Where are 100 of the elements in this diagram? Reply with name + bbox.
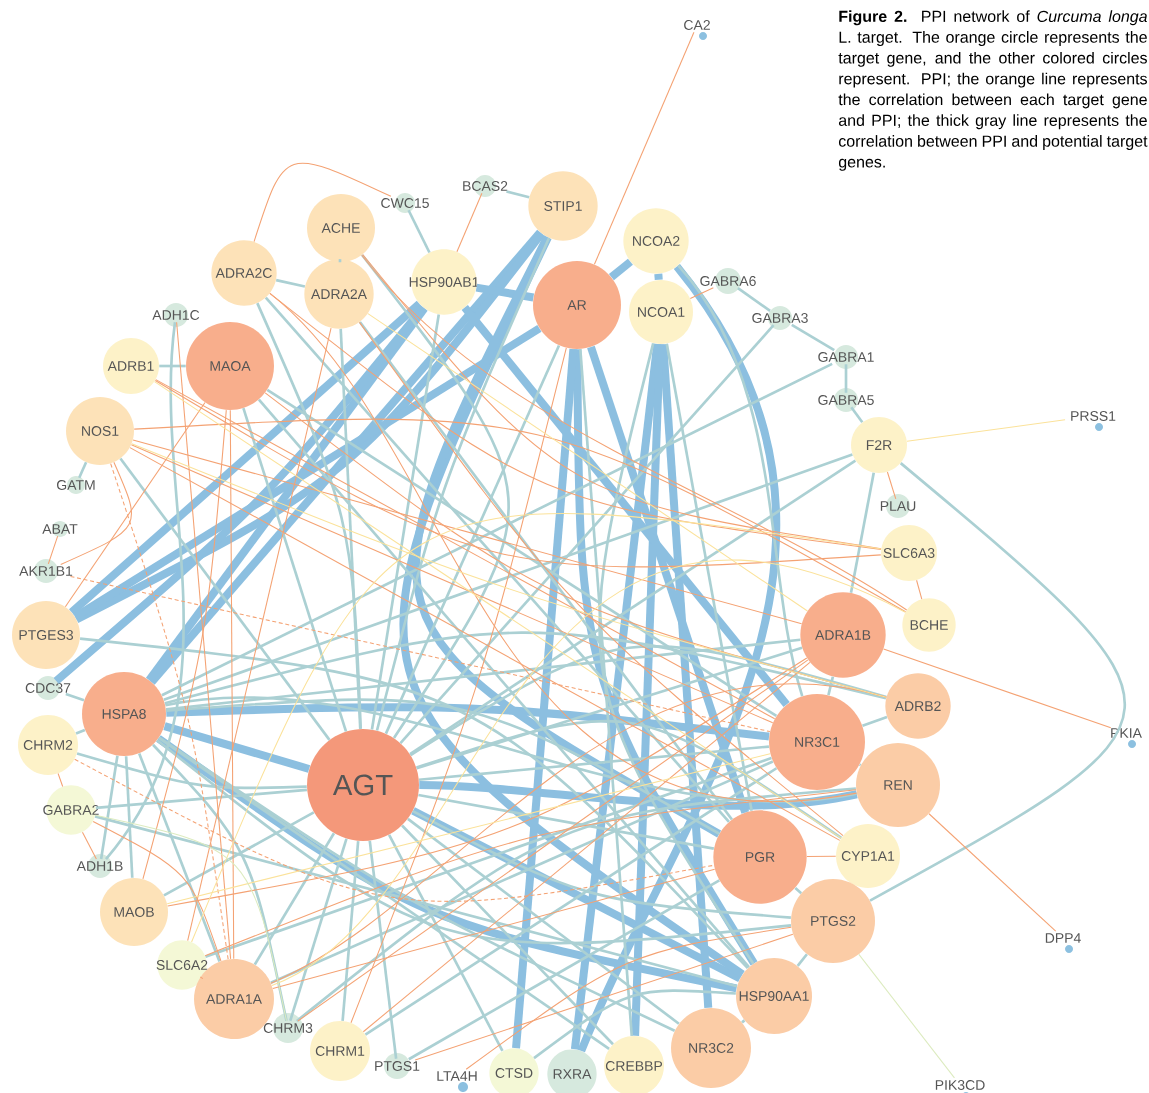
interaction-line [573, 349, 758, 966]
interaction-line [419, 781, 858, 810]
interaction-line [407, 209, 431, 254]
interaction-line [253, 832, 336, 966]
interaction-line [677, 264, 804, 697]
interaction-line [665, 343, 753, 812]
gene-label: GABRA1 [818, 345, 874, 369]
interaction-line [362, 661, 811, 1033]
interaction-line [578, 349, 634, 1036]
interaction-line [850, 406, 864, 423]
interaction-line [361, 254, 510, 739]
interaction-line [844, 364, 848, 393]
gene-label: PTGS1 [375, 1053, 420, 1079]
interaction-line [242, 407, 348, 732]
interaction-line [883, 648, 1112, 729]
interaction-line [65, 692, 85, 702]
interaction-line [94, 815, 738, 988]
gene-label: CDC37 [25, 676, 71, 700]
interaction-line [73, 324, 542, 621]
interaction-line [266, 388, 778, 718]
gene-label: PKIA [1111, 728, 1142, 748]
interaction-line [271, 559, 906, 987]
interaction-line [862, 715, 888, 728]
interaction-line [130, 444, 774, 724]
gene-label: PLAU [880, 494, 916, 518]
interaction-line [358, 321, 733, 821]
interaction-line [64, 402, 206, 608]
interaction-line [270, 760, 774, 984]
interaction-line [156, 735, 738, 993]
interaction-line [253, 162, 392, 243]
interaction-line [361, 254, 908, 611]
interaction-line [163, 722, 311, 773]
gene-label: GABRA6 [700, 268, 756, 294]
interaction-line [414, 933, 794, 1061]
interaction-line [275, 278, 306, 288]
interaction-line [104, 322, 185, 860]
interaction-line [269, 292, 882, 550]
gene-label: CWC15 [381, 193, 429, 213]
interaction-line [158, 736, 676, 1032]
figure-caption: Figure 2. PPI network of Curcuma longa L. target. The orange circle represents the target gene, and the other colored circles represent. PPI; the orange line represents the correlation between each target gene and PPI; the thick gray line represents the correlation between PPI and potential target genes. [838, 10, 1148, 171]
interaction-line [858, 953, 955, 1079]
interaction-line [155, 379, 776, 720]
gene-label: ADH1B [76, 854, 123, 878]
interaction-line [418, 793, 715, 850]
interaction-line [849, 472, 876, 594]
interaction-line [794, 886, 803, 895]
interaction-line [57, 773, 64, 788]
interaction-line [159, 364, 186, 368]
interaction-line [74, 758, 715, 902]
gene-label: GABRA3 [752, 306, 808, 330]
interaction-line [60, 461, 132, 565]
interaction-line [129, 447, 841, 841]
gene-label: CA2 [684, 20, 710, 40]
interaction-line [916, 579, 923, 600]
interaction-line [92, 820, 222, 962]
interaction-line [387, 834, 504, 1052]
interaction-line [256, 302, 363, 729]
interaction-line [416, 719, 843, 839]
interaction-line [187, 327, 332, 942]
interaction-line [132, 439, 803, 625]
interaction-line [53, 304, 427, 684]
interaction-line [456, 192, 483, 253]
interaction-line [288, 838, 348, 1022]
gene-label: GABRA5 [818, 388, 874, 412]
interaction-line [608, 258, 633, 281]
interaction-line [827, 676, 835, 696]
interaction-line [475, 283, 535, 302]
interaction-line [166, 703, 770, 741]
interaction-line [737, 286, 771, 313]
interaction-line [47, 535, 59, 565]
interaction-line [412, 809, 791, 919]
interaction-line [94, 814, 287, 1022]
interaction-line [164, 631, 887, 705]
interaction-line [367, 313, 808, 612]
interaction-line [167, 657, 808, 907]
gene-label: PRSS1 [1071, 411, 1116, 431]
interaction-line [163, 811, 315, 897]
interaction-line [631, 344, 664, 1036]
interaction-line [408, 879, 720, 1061]
interaction-line [95, 788, 308, 810]
interaction-line [409, 459, 857, 756]
interaction-line [796, 953, 808, 967]
interaction-line [99, 755, 119, 860]
interaction-line [399, 324, 775, 744]
gene-label: LTA4H [437, 1071, 477, 1092]
interaction-line [110, 463, 229, 960]
interaction-line [806, 855, 837, 858]
interaction-line [166, 753, 771, 905]
interaction-line [191, 513, 882, 943]
interaction-line [297, 659, 809, 1022]
interaction-line [411, 807, 742, 983]
interaction-line [75, 728, 86, 735]
interaction-line [161, 362, 833, 697]
interaction-line [869, 462, 1126, 902]
interaction-line [76, 752, 307, 790]
interaction-line [384, 344, 561, 735]
interaction-line [412, 235, 722, 838]
interaction-line [257, 398, 750, 968]
interaction-line [375, 237, 551, 731]
interaction-line [587, 345, 750, 814]
